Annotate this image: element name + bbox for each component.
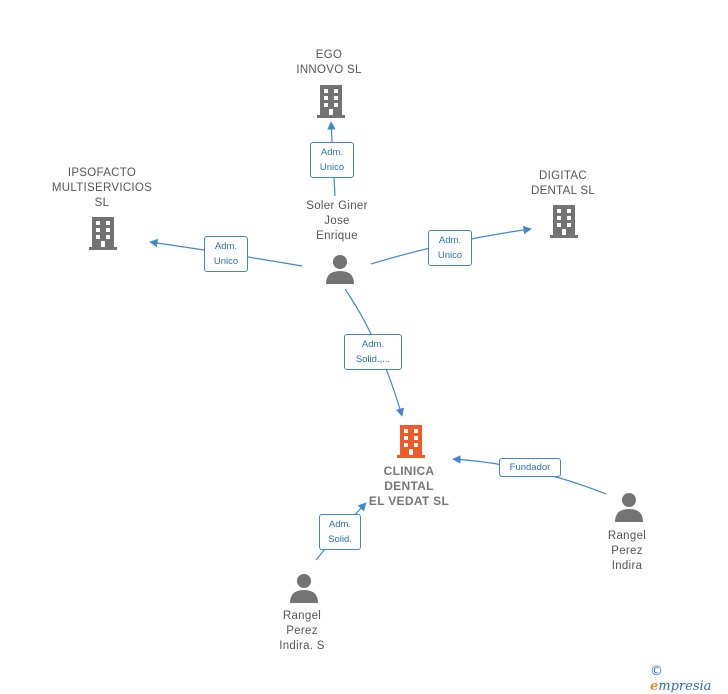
copyright-symbol: ©: [650, 664, 663, 679]
building-icon[interactable]: [88, 216, 118, 250]
edge-label-rangel-indira-s-clinica[interactable]: Adm. Solid.: [319, 514, 361, 550]
node-rangel-indira-label[interactable]: Rangel Perez Indira: [607, 530, 647, 572]
brand-name: mpresia: [658, 679, 712, 694]
building-icon[interactable]: [316, 84, 346, 118]
edge-label-soler-ego[interactable]: Adm. Unico: [310, 142, 354, 178]
node-digitac-label[interactable]: DIGITAC DENTAL SL: [530, 170, 596, 197]
person-icon[interactable]: [289, 573, 319, 603]
brand-logo[interactable]: © empresia: [650, 664, 728, 694]
node-rangel-indira-s-label[interactable]: Rangel Perez Indira. S: [279, 610, 325, 652]
edge-label-soler-ipsofacto[interactable]: Adm. Unico: [204, 236, 248, 272]
edge-label-soler-clinica[interactable]: Adm. Solid.,...: [344, 334, 402, 370]
node-soler-label[interactable]: Soler Giner Jose Enrique: [306, 200, 368, 242]
node-clinica-label[interactable]: CLINICA DENTAL EL VEDAT SL: [368, 464, 450, 508]
edge-label-soler-digitac[interactable]: Adm. Unico: [428, 230, 472, 266]
edge-label-rangel-indira-clinica[interactable]: Fundador: [499, 458, 561, 477]
node-ego-label[interactable]: EGO INNOVO SL: [296, 49, 362, 76]
person-icon[interactable]: [614, 492, 644, 522]
person-icon[interactable]: [325, 254, 355, 284]
building-icon[interactable]: [549, 204, 579, 238]
building-highlighted-icon[interactable]: [396, 424, 426, 458]
node-ipsofacto-label[interactable]: IPSOFACTO MULTISERVICIOS SL: [51, 167, 153, 209]
